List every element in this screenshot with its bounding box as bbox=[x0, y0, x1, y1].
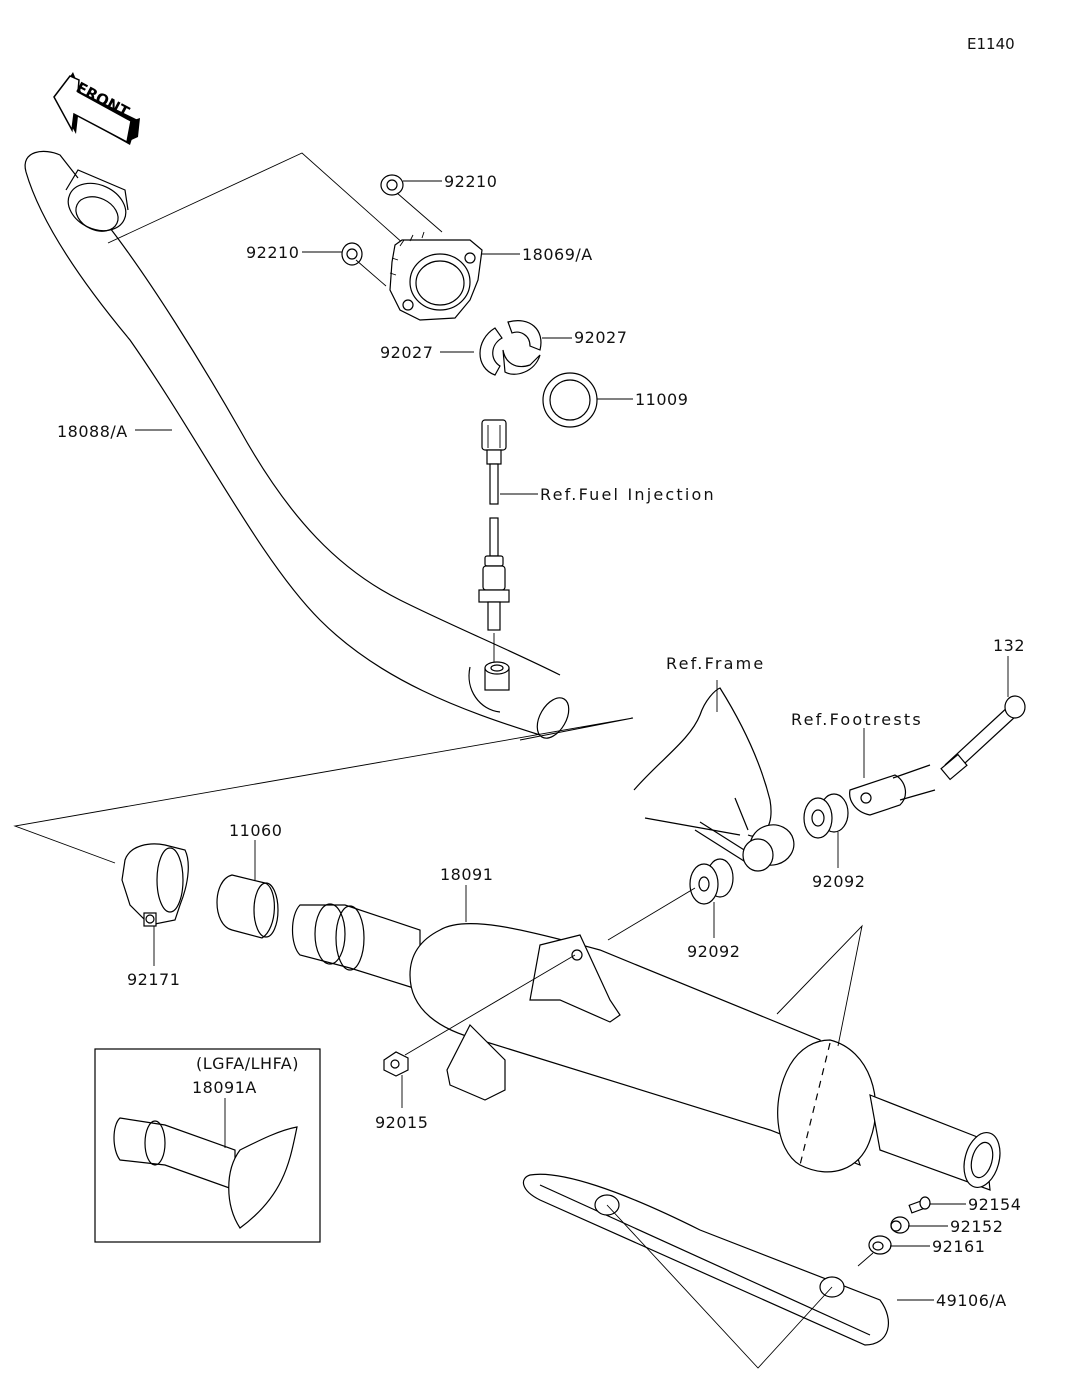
oxygen-sensor bbox=[478, 419, 510, 662]
part-label-18069: 18069/A bbox=[522, 245, 593, 264]
ref-footrests[interactable]: Ref.Footrests bbox=[791, 710, 923, 729]
frame-bracket bbox=[633, 687, 795, 872]
clamp-92171 bbox=[121, 843, 189, 927]
ref-frame[interactable]: Ref.Frame bbox=[666, 654, 765, 673]
muffler-18091 bbox=[291, 903, 1001, 1191]
grommet-92161 bbox=[868, 1235, 892, 1255]
bolt-92154 bbox=[908, 1196, 931, 1214]
collar-92092-left bbox=[689, 858, 734, 905]
front-arrow-icon: FRONT bbox=[53, 72, 140, 145]
part-label-92171: 92171 bbox=[127, 970, 180, 989]
part-label-92154: 92154 bbox=[968, 1195, 1021, 1214]
part-label-18091: 18091 bbox=[440, 865, 493, 884]
inset-box-lgfa-lhfa bbox=[94, 1048, 321, 1243]
footrest-bracket bbox=[849, 764, 936, 816]
heat-guard-49106 bbox=[522, 1173, 889, 1346]
part-label-92152: 92152 bbox=[950, 1217, 1003, 1236]
gasket-11009 bbox=[542, 372, 598, 428]
diagram-code: E1140 bbox=[967, 35, 1015, 53]
nut-92210-top bbox=[380, 174, 404, 196]
exhaust-pipe-18088 bbox=[24, 150, 570, 739]
part-label-92092-right: 92092 bbox=[812, 872, 865, 891]
part-label-11060: 11060 bbox=[229, 821, 282, 840]
flange-18069 bbox=[389, 231, 483, 321]
part-label-92027-left: 92027 bbox=[380, 343, 433, 362]
inset-variant-label: (LGFA/LHFA) bbox=[196, 1054, 299, 1073]
part-label-92027-right: 92027 bbox=[574, 328, 627, 347]
split-collar-92027 bbox=[479, 320, 542, 376]
nut-92015 bbox=[383, 1051, 409, 1077]
part-label-92210-left: 92210 bbox=[246, 243, 299, 262]
part-label-92210-top: 92210 bbox=[444, 172, 497, 191]
part-label-92015: 92015 bbox=[375, 1113, 428, 1132]
part-label-132: 132 bbox=[993, 636, 1025, 655]
ref-fuel-injection[interactable]: Ref.Fuel Injection bbox=[540, 485, 716, 504]
part-label-92161: 92161 bbox=[932, 1237, 985, 1256]
inset-part-label-18091A: 18091A bbox=[192, 1078, 257, 1097]
part-label-18088: 18088/A bbox=[57, 422, 128, 441]
collar-92092-right bbox=[803, 793, 849, 839]
bolt-132 bbox=[940, 695, 1026, 781]
part-label-11009: 11009 bbox=[635, 390, 688, 409]
gasket-11060 bbox=[216, 874, 279, 939]
collar-92152 bbox=[890, 1216, 910, 1234]
part-label-49106: 49106/A bbox=[936, 1291, 1007, 1310]
part-label-92092-left: 92092 bbox=[687, 942, 740, 961]
nut-92210-left bbox=[341, 242, 363, 266]
